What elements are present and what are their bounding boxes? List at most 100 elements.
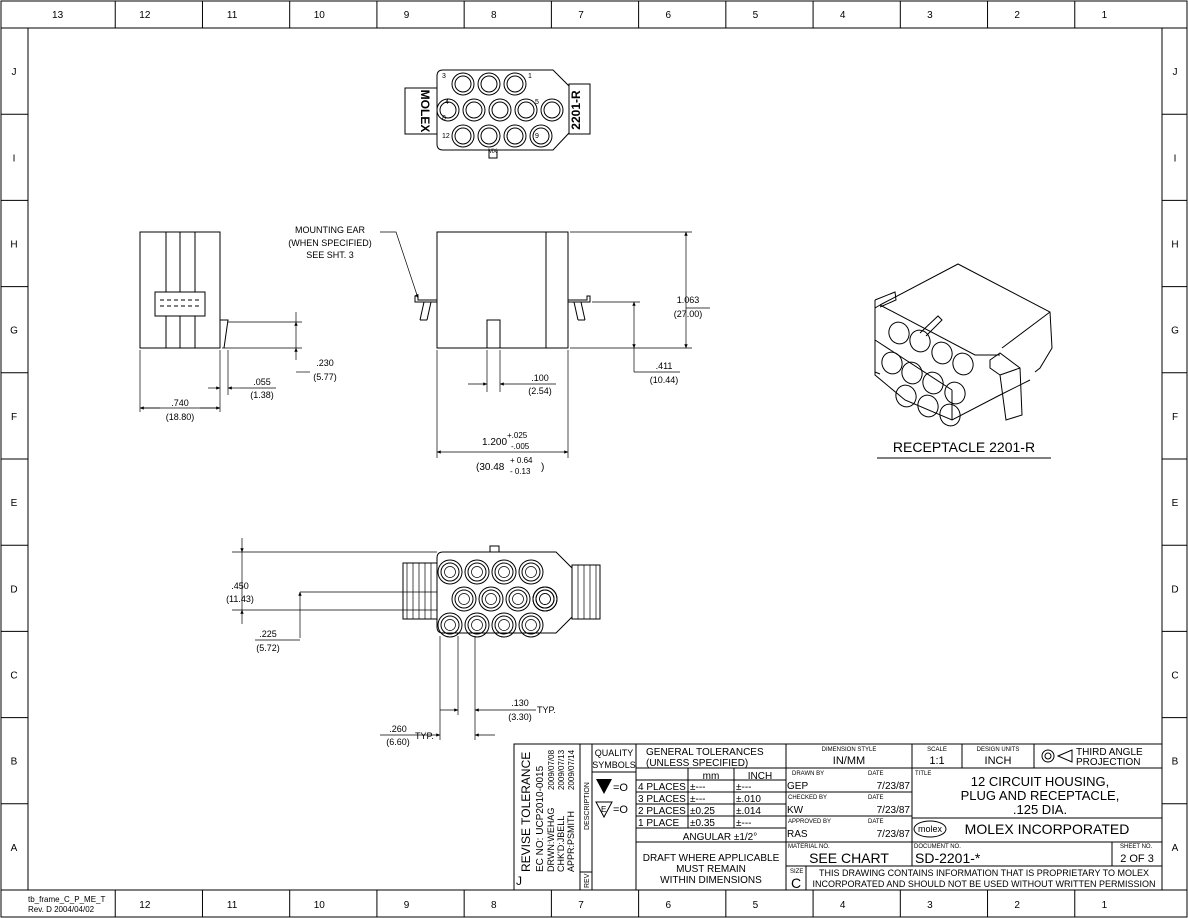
dim-1063-inch: 1.063	[677, 295, 700, 305]
quality-symbol-value: =O	[613, 782, 628, 794]
dim-411-mm: (10.44)	[650, 375, 679, 385]
tol-header-inch: INCH	[748, 771, 772, 782]
rev-date: 2009/07/08	[547, 749, 556, 790]
dim-225-mm: (5.72)	[256, 643, 280, 653]
pin-label: 3	[442, 73, 446, 80]
approved-date: 7/23/87	[877, 829, 911, 840]
tol-row-inch: ±---	[736, 782, 751, 793]
frame-row-label: H	[1171, 240, 1178, 251]
pin-label: 5	[535, 99, 539, 106]
rev-date: 2009/07/13	[557, 749, 566, 790]
tol-row-inch: ±.010	[736, 794, 761, 805]
dim-411-inch: .411	[656, 361, 673, 371]
chkd: CHK'D:JBELL	[556, 816, 566, 872]
rev-date: 2009/07/14	[567, 749, 576, 790]
checked-by: KW	[787, 805, 804, 816]
quality-symbol-value: =O	[613, 804, 628, 816]
cavity-circle	[505, 586, 531, 612]
frame-column-label: 9	[404, 10, 410, 21]
cavity-circle	[503, 124, 527, 148]
cavity-circle	[895, 384, 917, 408]
rev-value: J	[516, 874, 522, 888]
cavity-circle	[540, 98, 564, 122]
frame-column-label: 8	[491, 900, 497, 911]
frame-column-label: 7	[578, 10, 584, 21]
title-label: TITLE	[915, 771, 931, 777]
scale-value: 1:1	[929, 755, 944, 767]
mounting-ear-note: SEE SHT. 3	[306, 250, 354, 260]
cavity-circle	[922, 371, 944, 395]
dimension-style-value: IN/MM	[833, 755, 865, 767]
rev-label: REV	[584, 873, 591, 888]
frame-column-label: 3	[927, 900, 933, 911]
cavity-circle	[881, 351, 903, 375]
design-units-label: DESIGN UNITS	[977, 747, 1020, 753]
frame-row-label: F	[1172, 412, 1178, 423]
dim-055-inch: .055	[253, 377, 271, 387]
dim-230-inch: .230	[316, 358, 334, 368]
dim-260-mm: (6.60)	[386, 737, 410, 747]
appr: APPR:PSMITH	[566, 811, 576, 872]
frame-column-label: 3	[927, 10, 933, 21]
cavity-circle	[503, 72, 527, 96]
frame-row-label: I	[13, 153, 16, 164]
frame-row-label: C	[10, 671, 17, 682]
dim-450-mm: (11.43)	[226, 594, 254, 604]
dim-1200-mm-plus: + 0.64	[510, 456, 533, 465]
description-label: DESCRIPTION	[584, 782, 591, 830]
cavity-circle	[491, 559, 517, 585]
company-name: MOLEX INCORPORATED	[965, 821, 1130, 837]
frame-row-label: B	[1172, 757, 1179, 768]
size-label: SIZE	[790, 869, 803, 875]
cavity-circle	[518, 612, 544, 638]
frame-row-label: F	[11, 412, 17, 423]
general-tolerances-title: GENERAL TOLERANCES	[646, 747, 764, 758]
frame-column-label: 13	[52, 10, 64, 21]
cavity-circle	[436, 98, 460, 122]
dim-1200-inch: 1.200	[482, 437, 507, 448]
checked-by-label: CHECKED BY	[788, 795, 827, 801]
frame-column-label: 5	[753, 900, 759, 911]
frame-row-label: E	[1172, 498, 1179, 509]
date-label: DATE	[868, 771, 884, 777]
cavity-circle	[901, 361, 923, 385]
cavity-circle	[451, 124, 475, 148]
frame-row-label: A	[1172, 843, 1179, 854]
svg-text:E: E	[601, 805, 606, 814]
drwn: DRWN:WEHAG	[546, 808, 556, 872]
date-label: DATE	[868, 819, 884, 825]
frame-row-label: I	[1174, 153, 1177, 164]
frame-column-label: 4	[840, 10, 846, 21]
mounting-ear-note: (WHEN SPECIFIED)	[288, 238, 372, 248]
cavity-circle	[909, 329, 931, 353]
pin-label: 8	[442, 115, 446, 122]
design-units-value: INCH	[985, 755, 1012, 767]
frame-row-label: J	[1173, 67, 1178, 78]
dim-230-mm: (5.77)	[313, 372, 337, 382]
frame-column-label: 2	[1014, 10, 1020, 21]
date-label: DATE	[868, 795, 884, 801]
tol-row-inch: ±.014	[736, 806, 761, 817]
frame-column-label: 2	[1014, 900, 1020, 911]
tol-header-mm: mm	[703, 771, 720, 782]
molex-logo: molex	[918, 824, 943, 834]
revise-tolerance: REVISE TOLERANCE	[519, 752, 533, 872]
material-label: MATERIAL NO.	[788, 844, 830, 850]
cavity-circle	[491, 612, 517, 638]
dim-1200-tol-plus: +.025	[507, 431, 528, 440]
sheet-label: SHEET NO.	[1120, 844, 1153, 850]
frame-column-label: 6	[665, 900, 671, 911]
dim-260-typ: TYP.	[415, 731, 434, 741]
frame-column-label: 8	[491, 10, 497, 21]
checked-date: 7/23/87	[877, 805, 911, 816]
frame-column-label: 7	[578, 900, 584, 911]
drawn-by: GEP	[787, 781, 808, 792]
top-view-left-text: MOLEX	[418, 90, 432, 133]
cavity-circle	[888, 321, 910, 345]
dim-130-typ: TYP.	[537, 705, 556, 715]
cavity-circle	[478, 586, 504, 612]
cavity-circle	[437, 559, 463, 585]
proprietary-note: THIS DRAWING CONTAINS INFORMATION THAT I…	[819, 868, 1149, 878]
drawing-title: 12 CIRCUIT HOUSING,	[971, 774, 1109, 789]
cavity-circle	[462, 98, 486, 122]
